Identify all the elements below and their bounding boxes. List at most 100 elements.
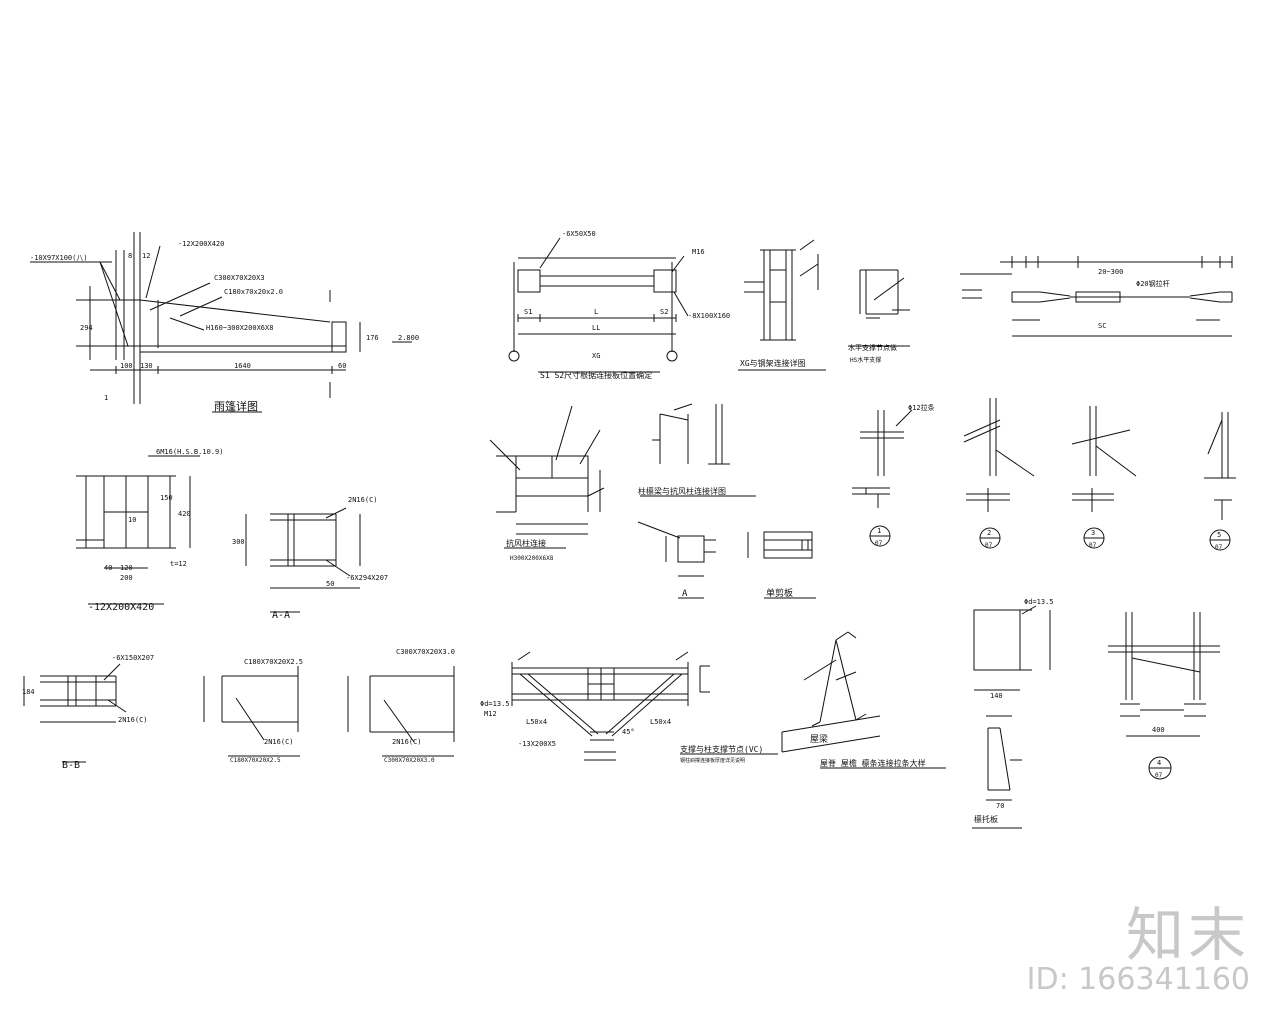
subtitle-wind-column: H300X200X6X8 bbox=[510, 555, 554, 562]
xg-frame-connection-detail bbox=[738, 239, 826, 371]
title-purlin-wind: 柱檩梁与抗风柱连接详图 bbox=[638, 486, 726, 496]
connection-plate-holes bbox=[973, 605, 1051, 691]
dim-12: 12 bbox=[142, 252, 150, 260]
label-stiffener: -6X294X207 bbox=[346, 574, 388, 582]
node-drawing-5: 07 bbox=[1215, 544, 1223, 551]
label-xg: XG bbox=[592, 352, 600, 360]
label-plate-10x97: -10X97X100(八) bbox=[30, 254, 88, 262]
label-plate-8x100: -8X100X160 bbox=[688, 312, 730, 320]
dim-176: 176 bbox=[366, 334, 379, 342]
label-45: 45° bbox=[622, 728, 635, 736]
label-m12: M12 bbox=[484, 710, 497, 718]
title-purlin-bracket: 檩托板 bbox=[974, 814, 998, 824]
dim-400: 400 bbox=[1152, 726, 1165, 734]
section-b-b bbox=[23, 663, 127, 763]
label-c300-purlin: C300X70X20X3 bbox=[214, 274, 265, 282]
dim-8: 8 bbox=[128, 252, 132, 260]
node-number-1: 1 bbox=[877, 527, 881, 535]
title-xg-frame: XG与钢架连接详图 bbox=[740, 358, 806, 368]
title-canopy-detail: 雨篷详图 bbox=[214, 399, 258, 413]
node-drawing-4: 07 bbox=[1155, 772, 1163, 779]
tie-rod-node-2 bbox=[963, 398, 1035, 549]
title-ridge-eave: 屋脊 屋檐 檩条连接拉条大样 bbox=[820, 758, 926, 768]
dim-l: L bbox=[594, 308, 598, 316]
dim-50-aa: 50 bbox=[326, 580, 334, 588]
subtitle-horizontal-brace: HS水平支撑 bbox=[850, 356, 881, 364]
dim-140: 140 bbox=[990, 692, 1003, 700]
label-c180-purlin: C180x70x20x2.0 bbox=[224, 288, 283, 296]
node-drawing-1: 07 bbox=[875, 540, 883, 547]
dim-150: 150 bbox=[160, 494, 173, 502]
label-2n16-d: 2N16(C) bbox=[392, 738, 422, 746]
label-c180-section: C180X70X20X2.5 bbox=[244, 658, 303, 666]
label-plate-6x150: -6X150X207 bbox=[112, 654, 154, 662]
xg-tie-bar-detail bbox=[508, 237, 689, 373]
elevation-2800: 2.800 bbox=[398, 334, 419, 342]
label-sc-rod: Φ20钢拉杆 bbox=[1136, 279, 1170, 288]
dim-40: 40 bbox=[104, 564, 112, 572]
label-a: A bbox=[682, 589, 688, 599]
label-2n16-b: 2N16(C) bbox=[118, 716, 148, 724]
wind-column-connection bbox=[489, 405, 605, 549]
dim-130: 130 bbox=[140, 362, 153, 370]
label-l50-left: L50x4 bbox=[526, 718, 547, 726]
canopy-detail bbox=[30, 232, 412, 413]
horizontal-brace-node bbox=[848, 269, 910, 347]
label-hole-135: Φd=13.5 bbox=[480, 700, 510, 708]
node-drawing-3: 07 bbox=[1089, 542, 1097, 549]
label-hole-phi13: Φd=13.5 bbox=[1024, 598, 1054, 606]
tie-rod-node-3 bbox=[1071, 406, 1137, 549]
title-column-brace: 支撑与柱支撑节点(VC) bbox=[680, 744, 763, 754]
single-shear-plate bbox=[747, 531, 816, 599]
label-h-beam: H160~300X200X6X8 bbox=[206, 324, 273, 332]
label-2n16-a: 2N16(C) bbox=[348, 496, 378, 504]
label-sc: SC bbox=[1098, 322, 1106, 330]
subtitle-column-brace: 钢柱斜撑连接板厚度详见说明 bbox=[680, 757, 745, 764]
label-plate-12x200: -12X200X420 bbox=[178, 240, 224, 248]
title-end-plate: -12X200X420 bbox=[88, 602, 154, 613]
dim-200: 200 bbox=[120, 574, 133, 582]
dim-100: 100 bbox=[120, 362, 133, 370]
dim-60: 60 bbox=[338, 362, 346, 370]
dim-294: 294 bbox=[80, 324, 93, 332]
title-section-a-a: A-A bbox=[272, 610, 290, 621]
label-l50-right: L50x4 bbox=[650, 718, 671, 726]
column-brace-node bbox=[511, 651, 778, 761]
dim-120: 120 bbox=[120, 564, 133, 572]
caption-c300: C300X70X20X3.0 bbox=[384, 757, 435, 764]
axis-mark: 1 bbox=[104, 394, 108, 402]
plate-a-detail bbox=[637, 521, 716, 599]
section-a-a bbox=[245, 507, 361, 613]
label-plate-13x200: -13X200X5 bbox=[518, 740, 556, 748]
label-c300-section: C300X70X20X3.0 bbox=[396, 648, 455, 656]
watermark-id: ID: 166341160 bbox=[1026, 962, 1250, 997]
title-single-shear: 单剪板 bbox=[766, 587, 793, 599]
label-roof-beam: 屋梁 bbox=[810, 733, 828, 745]
node-number-2: 2 bbox=[987, 529, 991, 537]
purlin-support-bracket bbox=[972, 715, 1022, 829]
dim-300-aa: 300 bbox=[232, 538, 245, 546]
watermark-logo: 知末 bbox=[1125, 901, 1250, 969]
c300-purlin-section bbox=[347, 666, 455, 757]
label-2n16-c: 2N16(C) bbox=[264, 738, 294, 746]
caption-c180: C180X70X20X2.5 bbox=[230, 757, 281, 764]
node-number-3: 3 bbox=[1091, 529, 1095, 537]
label-bolts: 6M16(H.S.B.10.9) bbox=[156, 448, 223, 456]
dim-s1: S1 bbox=[524, 308, 532, 316]
node-drawing-2: 07 bbox=[985, 542, 993, 549]
dim-184: 184 bbox=[22, 688, 35, 696]
dim-ll: LL bbox=[592, 324, 600, 332]
dim-10: 10 bbox=[128, 516, 136, 524]
label-plate-6x50: -6X50X50 bbox=[562, 230, 596, 238]
label-t12: t=12 bbox=[170, 560, 187, 568]
title-xg: S1 S2尺寸根据连接板位置确定 bbox=[540, 370, 652, 380]
tie-rod-node-4 bbox=[1108, 612, 1220, 780]
title-horizontal-brace: 水平支撑节点做 bbox=[848, 343, 897, 352]
end-plate-elevation bbox=[76, 455, 200, 605]
title-wind-column: 抗风柱连接 bbox=[506, 538, 546, 548]
dim-1640: 1640 bbox=[234, 362, 251, 370]
node-number-5: 5 bbox=[1217, 531, 1221, 539]
title-section-b-b: B-B bbox=[62, 760, 80, 771]
dim-s2: S2 bbox=[660, 308, 668, 316]
